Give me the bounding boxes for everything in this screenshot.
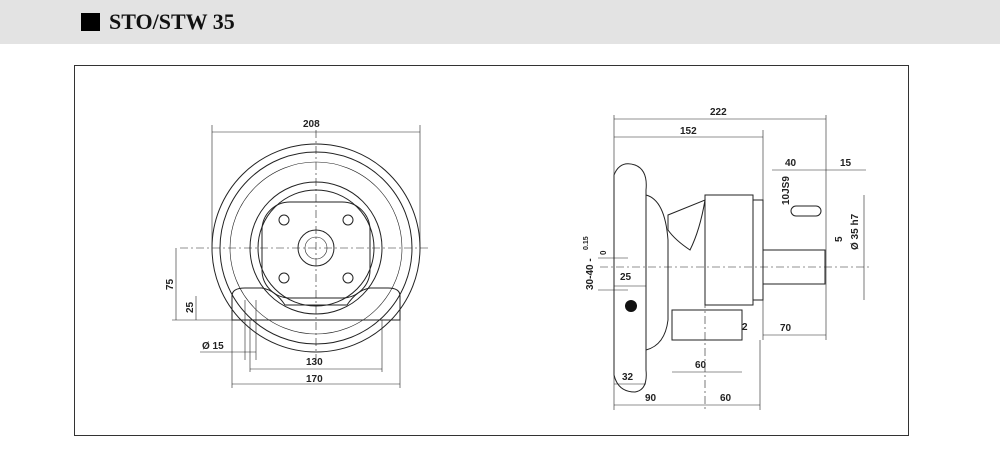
dim-hole-15: Ø 15 — [202, 341, 224, 352]
dim-130: 130 — [306, 357, 323, 368]
front-view: 208 75 25 Ø 15 130 170 — [165, 119, 430, 388]
dim-40: 40 — [785, 158, 797, 169]
dim-152: 152 — [680, 126, 697, 137]
dim-75: 75 — [165, 278, 176, 290]
dim-25: 25 — [185, 301, 196, 313]
dim-tol-lower: 0 — [599, 250, 608, 255]
dim-25-flange: 25 — [620, 272, 632, 283]
dim-5: 5 — [834, 236, 845, 242]
dim-32: 32 — [622, 372, 634, 383]
dim-222: 222 — [710, 107, 727, 118]
header-bar: STO/STW 35 — [0, 0, 1000, 44]
side-view: 222 152 40 15 10JS9 Ø 35 h7 5 30-40 - 0.… — [583, 107, 870, 410]
dim-70: 70 — [780, 323, 792, 334]
page-title: STO/STW 35 — [109, 9, 235, 34]
dim-tol-upper: 0.15 — [583, 236, 590, 250]
dim-208: 208 — [303, 119, 320, 130]
dim-60: 60 — [720, 393, 732, 404]
dim-15: 15 — [840, 158, 852, 169]
title-bullet-icon — [81, 13, 100, 31]
dim-90: 90 — [645, 393, 657, 404]
dim-shaft-dia: Ø 35 h7 — [850, 213, 861, 250]
dim-keyway: 10JS9 — [781, 176, 792, 205]
dim-60-base: 60 — [695, 360, 707, 371]
dim-tolerance: 30-40 - — [585, 258, 596, 290]
drawing-frame — [74, 65, 909, 436]
dim-170: 170 — [306, 374, 323, 385]
dim-2: 2 — [742, 322, 748, 333]
